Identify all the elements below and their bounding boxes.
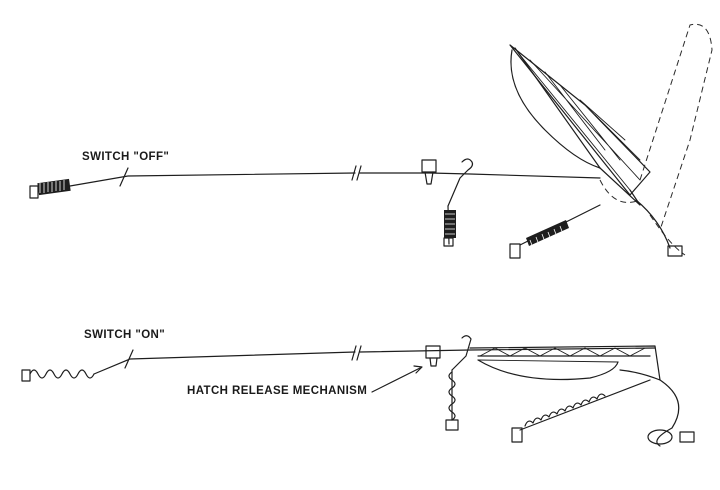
break-mark-top bbox=[351, 165, 362, 181]
left-spring-top bbox=[29, 178, 71, 199]
switch-on-assembly bbox=[21, 335, 695, 447]
hatch-open bbox=[509, 44, 651, 206]
switch-tick-bottom bbox=[124, 349, 134, 369]
left-spring-bottom bbox=[21, 369, 95, 382]
control-wire-top bbox=[69, 172, 356, 187]
break-mark-bottom bbox=[351, 345, 362, 361]
right-spring-top bbox=[509, 199, 683, 259]
switch-on-label: SWITCH "ON" bbox=[84, 329, 166, 341]
hatch-release-pointer bbox=[371, 367, 421, 393]
switch-tick-top bbox=[119, 167, 129, 187]
switch-off-label: SWITCH "OFF" bbox=[82, 151, 170, 163]
control-wire-bottom bbox=[93, 351, 356, 375]
right-spring-bottom bbox=[511, 379, 695, 447]
hatch-closed bbox=[469, 345, 661, 381]
switch-off-assembly bbox=[29, 23, 713, 259]
hatch-lever-top bbox=[443, 158, 474, 247]
fitting-top bbox=[421, 159, 437, 185]
hatch-lever-bottom bbox=[445, 335, 472, 431]
fitting-bottom bbox=[425, 345, 441, 367]
hatch-release-label: HATCH RELEASE MECHANISM bbox=[187, 385, 368, 397]
